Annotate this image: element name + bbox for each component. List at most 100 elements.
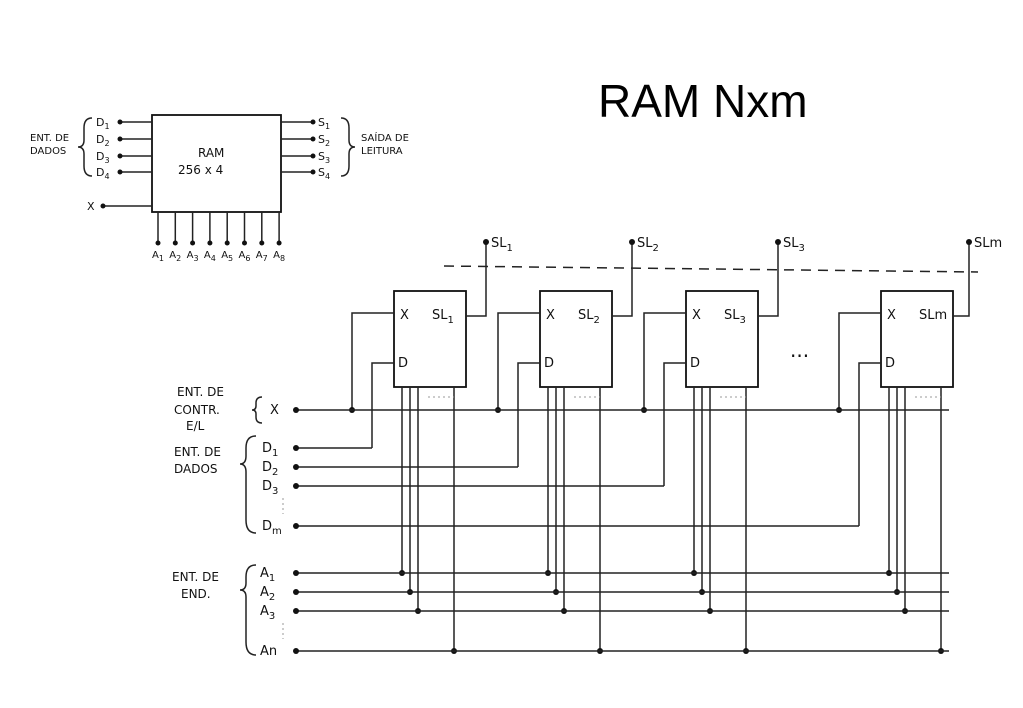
cell-d-label: D	[544, 356, 554, 371]
address-bus-label: A1	[260, 566, 275, 584]
output-brace	[340, 117, 356, 177]
small-address-label: A8	[273, 250, 285, 263]
ram-chip-box	[151, 114, 282, 213]
cell-x-label: X	[400, 308, 409, 323]
address-bus-terminal	[293, 608, 299, 614]
ram-chip-size: 256 x 4	[178, 163, 223, 177]
output-terminal	[775, 239, 781, 245]
memory-cell	[685, 290, 759, 388]
small-output-dot	[310, 136, 316, 142]
small-address-label: A2	[169, 250, 181, 263]
ram-chip-name: RAM	[198, 146, 224, 160]
small-address-dot	[190, 240, 196, 246]
cell-d-label: D	[398, 356, 408, 371]
address-bus-label: An	[260, 644, 277, 659]
small-input-dot	[117, 153, 123, 159]
ctrl-group-line3: E/L	[186, 419, 205, 433]
output-terminal-label: SL2	[637, 236, 659, 254]
small-input-label: D2	[96, 133, 110, 148]
data-group-line1: ENT. DE	[174, 445, 221, 459]
cell-output-label: SLm	[919, 308, 947, 323]
small-input-label: D1	[96, 116, 110, 131]
input-group-line2: DADOS	[30, 146, 66, 157]
dashed-separator	[443, 265, 979, 273]
data-bus-terminal	[293, 483, 299, 489]
cell-x-label: X	[692, 308, 701, 323]
output-terminal-label: SL3	[783, 236, 805, 254]
small-x-dot	[100, 203, 106, 209]
data-group-line2: DADOS	[174, 462, 218, 476]
addr-group-line1: ENT. DE	[172, 570, 219, 584]
small-input-label: D4	[96, 166, 110, 181]
small-address-dot	[207, 240, 213, 246]
small-output-label: S4	[318, 166, 330, 181]
small-x-label: X	[87, 200, 95, 213]
input-group-line1: ENT. DE	[30, 133, 69, 144]
data-bus-label: D3	[262, 479, 278, 497]
small-address-dot	[224, 240, 230, 246]
cell-d-feed	[517, 362, 540, 467]
output-terminal	[483, 239, 489, 245]
cell-output-label: SL2	[578, 308, 600, 326]
small-input-dot	[117, 119, 123, 125]
cell-output-wire	[466, 242, 487, 317]
page-title: RAM Nxm	[598, 75, 808, 127]
input-brace	[77, 117, 93, 177]
cells-ellipsis: ...	[790, 338, 809, 362]
address-bus-terminal	[293, 589, 299, 595]
memory-cell	[880, 290, 954, 388]
small-address-dot	[276, 240, 282, 246]
small-address-dot	[172, 240, 178, 246]
ctrl-group-line2: CONTR.	[174, 403, 220, 417]
small-address-label: A5	[221, 250, 233, 263]
cell-x-feed	[351, 312, 394, 410]
small-output-label: S2	[318, 133, 330, 148]
memory-cell	[393, 290, 467, 388]
data-brace	[239, 435, 257, 534]
cell-d-label: D	[885, 356, 895, 371]
address-bus-label: A2	[260, 585, 275, 603]
ctrl-brace	[251, 396, 263, 424]
small-address-label: A1	[152, 250, 164, 263]
cell-x-label: X	[887, 308, 896, 323]
addr-group-line2: END.	[181, 587, 211, 601]
small-ram-chip: RAM 256 x 4 ENT. DE DADOS SAÍDA DE LEITU…	[30, 114, 409, 263]
cell-output-label: SL1	[432, 308, 454, 326]
cell-x-label: X	[546, 308, 555, 323]
cell-x-feed	[838, 312, 881, 410]
cell-d-feed	[371, 362, 394, 448]
data-bus-label: D1	[262, 441, 278, 459]
small-address-dot	[259, 240, 265, 246]
small-input-label: D3	[96, 150, 110, 165]
data-bus-terminal	[293, 464, 299, 470]
cell-output-wire	[953, 242, 970, 317]
cell-output-label: SL3	[724, 308, 746, 326]
small-output-dot	[310, 169, 316, 175]
data-bus-terminal	[293, 445, 299, 451]
addr-brace	[239, 564, 257, 656]
small-address-dot	[155, 240, 161, 246]
small-output-dot	[310, 119, 316, 125]
address-bus-label: A3	[260, 604, 275, 622]
data-bus-terminal	[293, 523, 299, 529]
cell-output-wire	[758, 242, 779, 317]
small-input-dot	[117, 169, 123, 175]
small-address-label: A3	[187, 250, 199, 263]
ctrl-bus-terminal	[293, 407, 299, 413]
output-group-line2: LEITURA	[361, 146, 403, 157]
output-terminal	[966, 239, 972, 245]
memory-cell	[539, 290, 613, 388]
small-address-dot	[242, 240, 247, 246]
small-output-label: S1	[318, 116, 330, 131]
cell-d-feed	[663, 362, 686, 486]
output-group-line1: SAÍDA DE	[361, 131, 409, 144]
ctrl-bus-label: X	[270, 403, 279, 418]
small-input-dot	[117, 136, 123, 142]
output-terminal-label: SL1	[491, 236, 513, 254]
